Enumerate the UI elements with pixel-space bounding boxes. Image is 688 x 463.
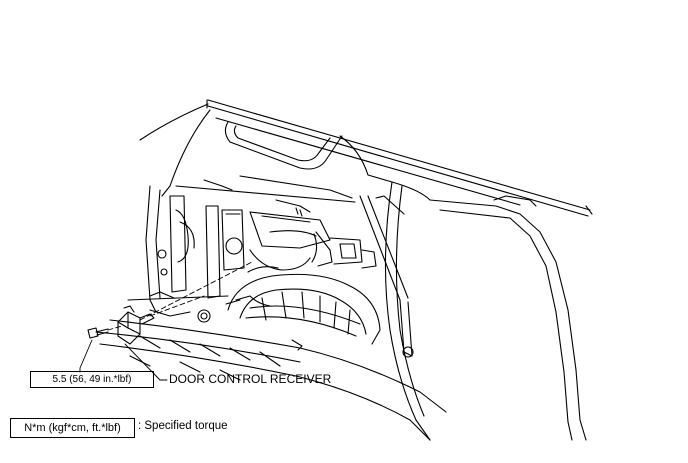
roof-outline — [139, 99, 591, 217]
torque-spec-value: 5.5 (56, 49 in.*lbf) — [52, 374, 132, 385]
bolt — [87, 327, 109, 339]
leader-lines — [79, 339, 168, 381]
legend-symbol: N*m (kgf*cm, ft.*lbf) — [24, 422, 121, 434]
inner-quarter-panel — [145, 179, 377, 313]
wheelhouse — [225, 266, 381, 345]
door-control-receiver — [117, 305, 155, 345]
legend-symbol-box: N*m (kgf*cm, ft.*lbf) — [10, 418, 135, 438]
installation-guide-lines — [107, 261, 253, 331]
seatbelt-strap — [359, 195, 414, 358]
torque-spec-callout: 5.5 (56, 49 in.*lbf) — [30, 371, 154, 388]
quarter-window-frame — [161, 109, 356, 203]
legend-description: : Specified torque — [138, 420, 228, 432]
cargo-floor — [95, 291, 447, 441]
part-label: DOOR CONTROL RECEIVER — [169, 372, 332, 386]
door-opening-frame — [339, 135, 593, 441]
